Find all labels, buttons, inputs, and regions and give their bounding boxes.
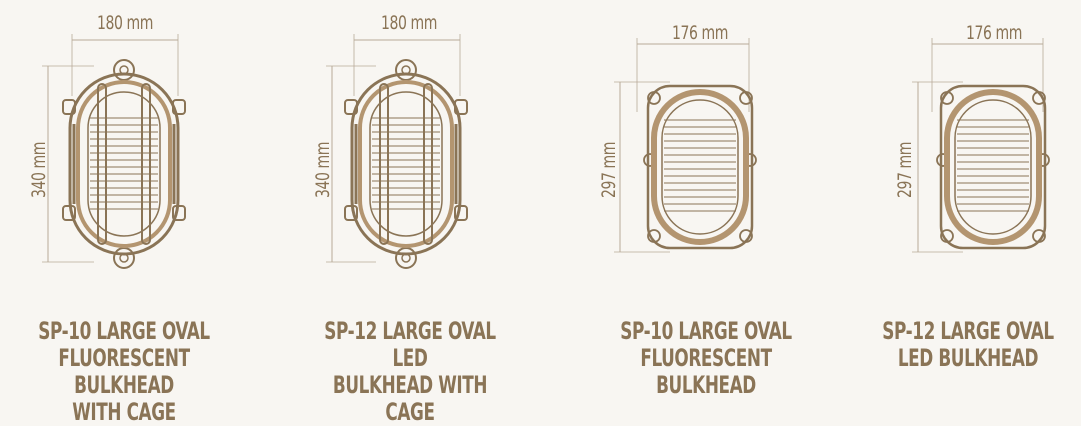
caption-line: SP-10 LARGE OVAL [38,317,210,345]
bulkhead-drawing [912,38,1050,253]
width-dimension-label: 176 mm [965,22,1023,44]
lamp-glass [369,91,443,237]
product-sp10-oval: 176 mm 297 mm SP-10 LARGE OVAL FLUORESCE… [568,0,828,416]
caption-line: LED BULKHEAD [897,344,1039,372]
height-dimension-label: 340 mm [312,141,334,198]
side-clamp [172,99,186,115]
caption-line: FLUORESCENT BULKHEAD [640,344,772,399]
lamp-body [68,72,180,256]
bulkhead-drawing [42,34,186,269]
mounting-lug [113,59,135,81]
product-sp12-oval: 176 mm 297 mm SP-12 LARGE OVAL LED BULKH… [862,0,1081,416]
side-clamp [454,99,468,115]
bulkhead-drawing [326,34,468,269]
height-dimension-label: 297 mm [894,141,916,198]
lamp-body [350,72,462,256]
lamp-rim [76,80,172,248]
side-clamp [62,99,76,115]
height-dimension-label: 297 mm [598,141,620,198]
height-dimension-label: 340 mm [28,141,50,198]
side-clamp [62,205,76,221]
width-dimension-label: 180 mm [96,12,154,34]
lamp-base [939,84,1047,250]
lamp-glass [87,91,161,237]
cage-bar [141,83,151,245]
caption-line: SP-10 LARGE OVAL [620,317,792,345]
side-clamp [454,205,468,221]
lamp-rim [944,89,1042,245]
mounting-lug [395,247,417,269]
lamp-glass [954,99,1032,235]
side-clamp [344,205,358,221]
mounting-lug [395,59,417,81]
width-dimension-label: 176 mm [671,22,729,44]
cage-bar [97,83,107,245]
caption-line: WITH CAGE [72,398,176,426]
caption-line: BULKHEAD WITH CAGE [332,371,488,426]
cage-bar [379,83,389,245]
caption-line: SP-12 LARGE OVAL [882,317,1054,345]
lamp-rim [358,80,454,248]
bulkhead-drawing [614,38,757,253]
lamp-glass [661,99,739,235]
lamp-rim [651,89,749,245]
product-caption: SP-12 LARGE OVAL LED BULKHEAD [867,318,1070,372]
side-clamp [344,99,358,115]
cage-bar [423,83,433,245]
caption-line: SP-12 LARGE OVAL LED [324,317,496,372]
product-caption: SP-10 LARGE OVAL FLUORESCENT BULKHEAD WI… [23,318,226,426]
side-clamp [172,205,186,221]
mounting-lug [113,247,135,269]
product-sp12-caged: 180 mm 340 mm SP-12 LARGE OVAL LED BULKH… [284,0,544,426]
product-caption: SP-12 LARGE OVAL LED BULKHEAD WITH CAGE [309,318,512,426]
width-dimension-label: 180 mm [380,12,438,34]
product-sp10-caged: 180 mm 340 mm SP-10 LARGE OVAL FLUORESCE… [0,0,260,426]
lamp-base [646,84,754,250]
caption-line: FLUORESCENT BULKHEAD [58,344,190,399]
product-caption: SP-10 LARGE OVAL FLUORESCENT BULKHEAD [605,318,808,399]
